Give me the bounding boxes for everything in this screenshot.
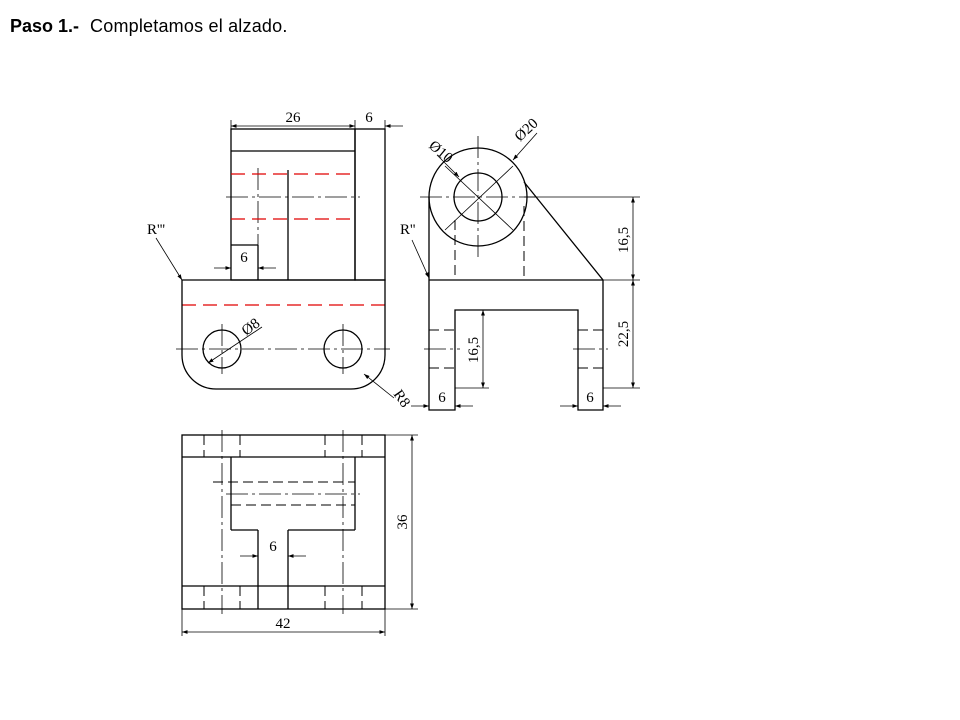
leader-d20 bbox=[512, 132, 538, 161]
dim-d20-label: Ø20 bbox=[512, 116, 542, 145]
dim-6-base-left-label: 6 bbox=[438, 390, 446, 406]
front-view bbox=[176, 128, 390, 390]
front-rear-plate bbox=[354, 128, 386, 281]
dim-16-5-right-label: 16,5 bbox=[616, 227, 632, 253]
dim-hole-label: Ø8 bbox=[239, 316, 263, 340]
dim-r2-label: R'' bbox=[400, 222, 416, 238]
leader-d10 bbox=[436, 154, 460, 178]
page-heading: Paso 1.- Completamos el alzado. bbox=[10, 16, 288, 37]
step-label: Paso 1.- bbox=[10, 16, 80, 36]
side-frame bbox=[428, 181, 604, 411]
dim-22-5-label: 22,5 bbox=[616, 321, 632, 347]
dim-26-label: 26 bbox=[286, 110, 302, 126]
side-dimensions: Ø10 Ø20 R'' 16,5 22,5 16,5 6 6 bbox=[400, 116, 640, 408]
plan-view bbox=[181, 430, 386, 614]
dim-6-slot-label: 6 bbox=[240, 250, 248, 266]
dim-42-label: 42 bbox=[276, 616, 291, 632]
leader-r2 bbox=[411, 239, 430, 279]
dim-r8-label: R8 bbox=[390, 387, 413, 411]
dim-16-5-inner-label: 16,5 bbox=[466, 337, 482, 363]
step-description: Completamos el alzado. bbox=[90, 16, 288, 36]
plan-dimensions: 36 6 42 bbox=[181, 434, 418, 636]
leader-r3 bbox=[155, 237, 183, 281]
dim-d10-label: Ø10 bbox=[425, 138, 455, 167]
dim-r3-label: R''' bbox=[147, 222, 165, 238]
dim-6-plan-label: 6 bbox=[269, 539, 277, 555]
dim-36-label: 36 bbox=[395, 514, 411, 530]
front-dimensions: 26 6 6 R''' Ø8 R8 bbox=[147, 110, 413, 411]
side-view bbox=[420, 136, 608, 411]
dim-6-base-right-label: 6 bbox=[586, 390, 594, 406]
leader-r8 bbox=[363, 373, 395, 399]
plan-outline bbox=[181, 434, 386, 610]
leader-hole bbox=[207, 326, 263, 364]
front-base-outline bbox=[181, 279, 386, 390]
dim-6-top-label: 6 bbox=[365, 110, 373, 126]
